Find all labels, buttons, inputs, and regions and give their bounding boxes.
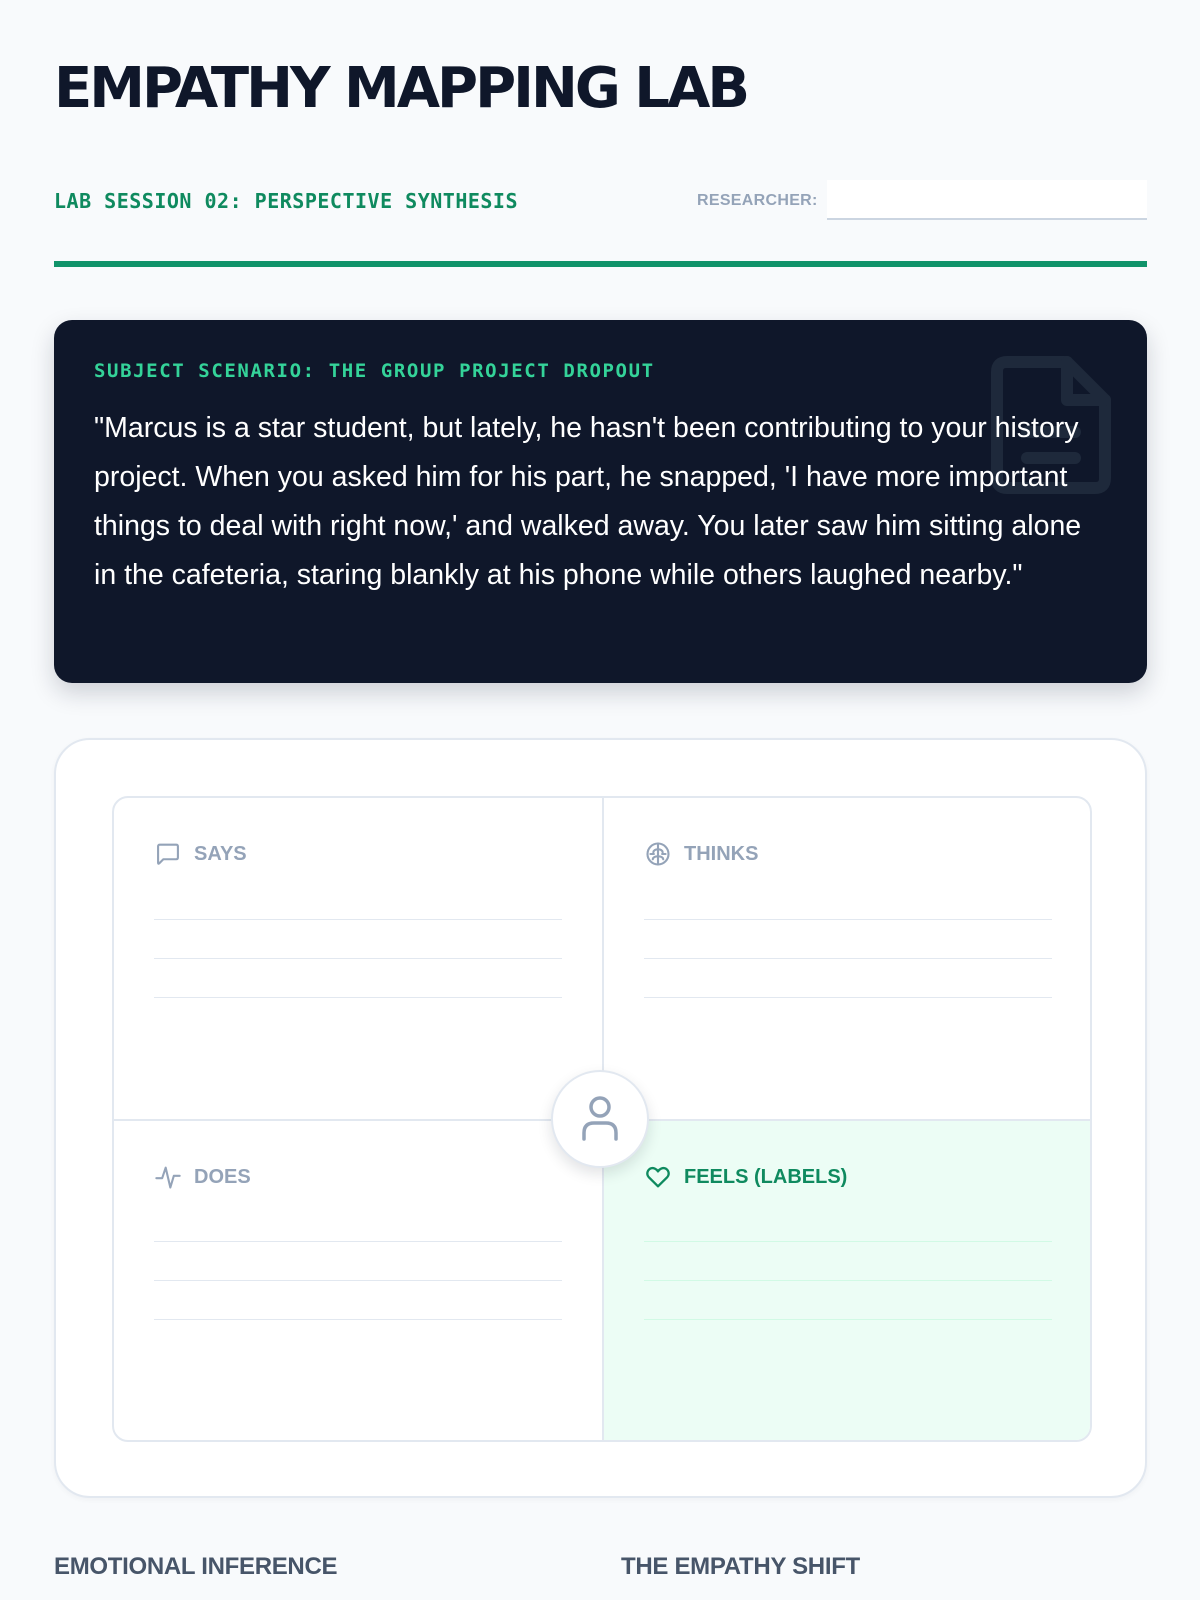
writing-line — [644, 958, 1052, 959]
writing-line — [154, 1241, 562, 1242]
brain-icon — [646, 842, 670, 866]
header-divider — [54, 261, 1147, 267]
quadrant-header: DOES — [154, 1163, 251, 1191]
writing-line — [154, 997, 562, 998]
quadrant-does[interactable]: DOES — [114, 1121, 604, 1440]
writing-line — [644, 1280, 1052, 1281]
quadrant-header: THINKS — [644, 840, 758, 868]
activity-icon — [155, 1166, 181, 1189]
quadrant-label: DOES — [194, 1165, 251, 1188]
page-title: EMPATHY MAPPING LAB — [54, 56, 750, 121]
heart-icon — [646, 1166, 670, 1188]
writing-line — [644, 997, 1052, 998]
quadrant-thinks[interactable]: THINKS — [604, 798, 1090, 1121]
writing-line — [154, 1280, 562, 1281]
user-icon — [582, 1096, 618, 1141]
document-icon — [991, 356, 1111, 494]
writing-line — [644, 1241, 1052, 1242]
writing-line — [154, 919, 562, 920]
avatar — [551, 1070, 649, 1168]
writing-line — [154, 958, 562, 959]
writing-line — [644, 919, 1052, 920]
speech-bubble-icon — [157, 843, 179, 865]
scenario-text: "Marcus is a star student, but lately, h… — [94, 412, 1082, 591]
scenario-card: SUBJECT SCENARIO: THE GROUP PROJECT DROP… — [54, 320, 1147, 683]
writing-line — [644, 1319, 1052, 1320]
scenario-heading: SUBJECT SCENARIO: THE GROUP PROJECT DROP… — [94, 360, 655, 382]
session-label: LAB SESSION 02: PERSPECTIVE SYNTHESIS — [54, 189, 519, 213]
researcher-input[interactable] — [827, 180, 1147, 220]
researcher-label: RESEARCHER: — [697, 192, 818, 209]
empathy-shift-heading: THE EMPATHY SHIFT — [621, 1553, 860, 1580]
quadrant-label: THINKS — [684, 842, 759, 865]
quadrant-header: SAYS — [154, 840, 247, 868]
quadrant-label: SAYS — [194, 842, 247, 865]
quadrant-feels[interactable]: FEELS (LABELS) — [604, 1121, 1090, 1440]
writing-line — [154, 1319, 562, 1320]
quadrant-label: FEELS (LABELS) — [684, 1165, 848, 1188]
quadrant-says[interactable]: SAYS — [114, 798, 604, 1121]
quadrant-header: FEELS (LABELS) — [644, 1163, 847, 1191]
emotional-inference-heading: EMOTIONAL INFERENCE — [54, 1553, 338, 1580]
